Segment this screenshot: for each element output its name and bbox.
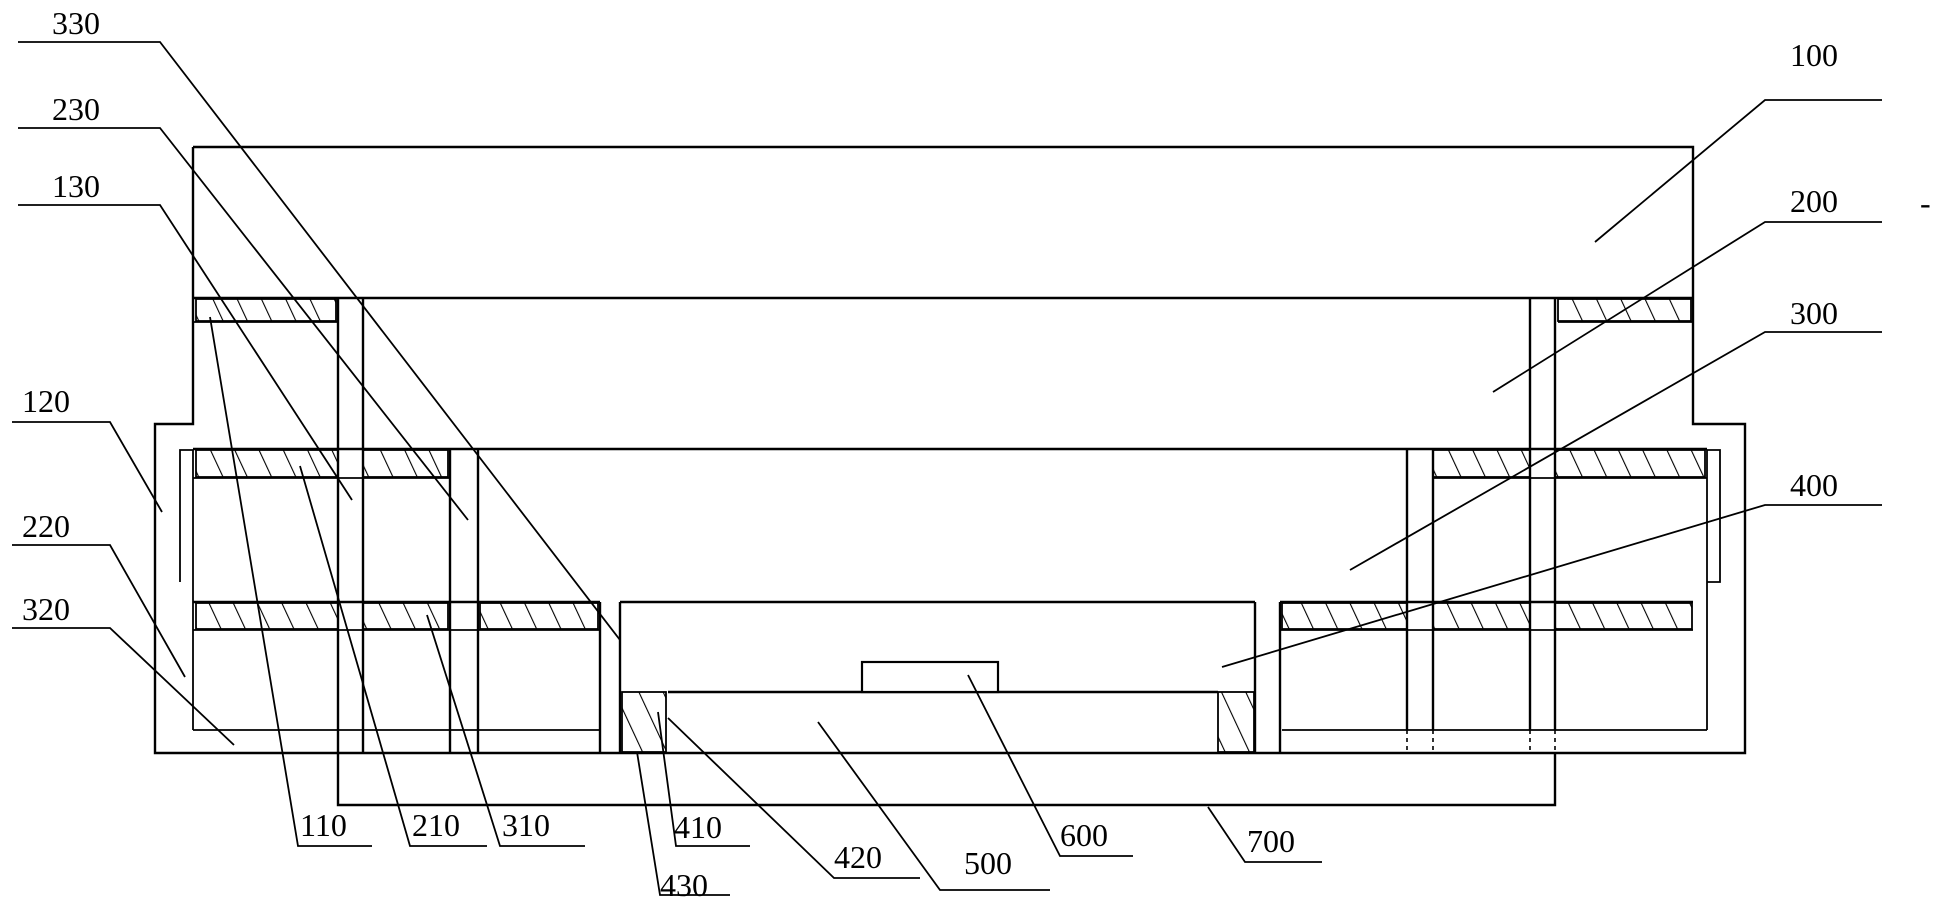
seal-310-right-c [1554,602,1693,630]
label-500: 500 [964,845,1012,881]
seal-210-right-a [1432,449,1531,478]
label-110: 110 [300,807,347,843]
label-210: 210 [412,807,460,843]
label-200: 200 [1790,183,1838,219]
seal-210-right-b [1554,449,1706,478]
leader-lines [12,41,1882,896]
label-300: 300 [1790,295,1838,331]
label-230: 230 [52,91,100,127]
label-220: 220 [22,508,70,544]
label-130: 130 [52,168,100,204]
label-420: 420 [834,839,882,875]
label-dash-mark: - [1920,185,1931,221]
label-320: 320 [22,591,70,627]
label-330: 330 [52,5,100,41]
housing-inner-left-step [179,449,193,582]
base-700 [336,753,1557,807]
label-700: 700 [1247,823,1295,859]
seal-310-right-b [1432,602,1531,630]
chip-600 [860,660,1000,694]
seal-210-left-b [362,449,449,478]
seal-310-b [362,602,449,630]
housing-inner-right-step [1707,449,1721,583]
seal-310-a [195,602,339,630]
outer-housing-outline [153,145,1747,755]
label-410: 410 [674,809,722,845]
seal-420-left [621,691,667,753]
label-400: 400 [1790,467,1838,503]
seal-310-c [479,602,599,630]
seal-420-right [1217,691,1255,753]
label-600: 600 [1060,817,1108,853]
seal-210-left-a [195,449,339,478]
label-100: 100 [1790,37,1838,73]
label-430: 430 [660,867,708,903]
label-120: 120 [22,383,70,419]
label-310: 310 [502,807,550,843]
reference-labels: 330 230 130 120 220 320 100 200 - 300 40… [22,5,1931,903]
seal-310-right-a [1281,602,1408,630]
seal-110-left [195,298,337,322]
